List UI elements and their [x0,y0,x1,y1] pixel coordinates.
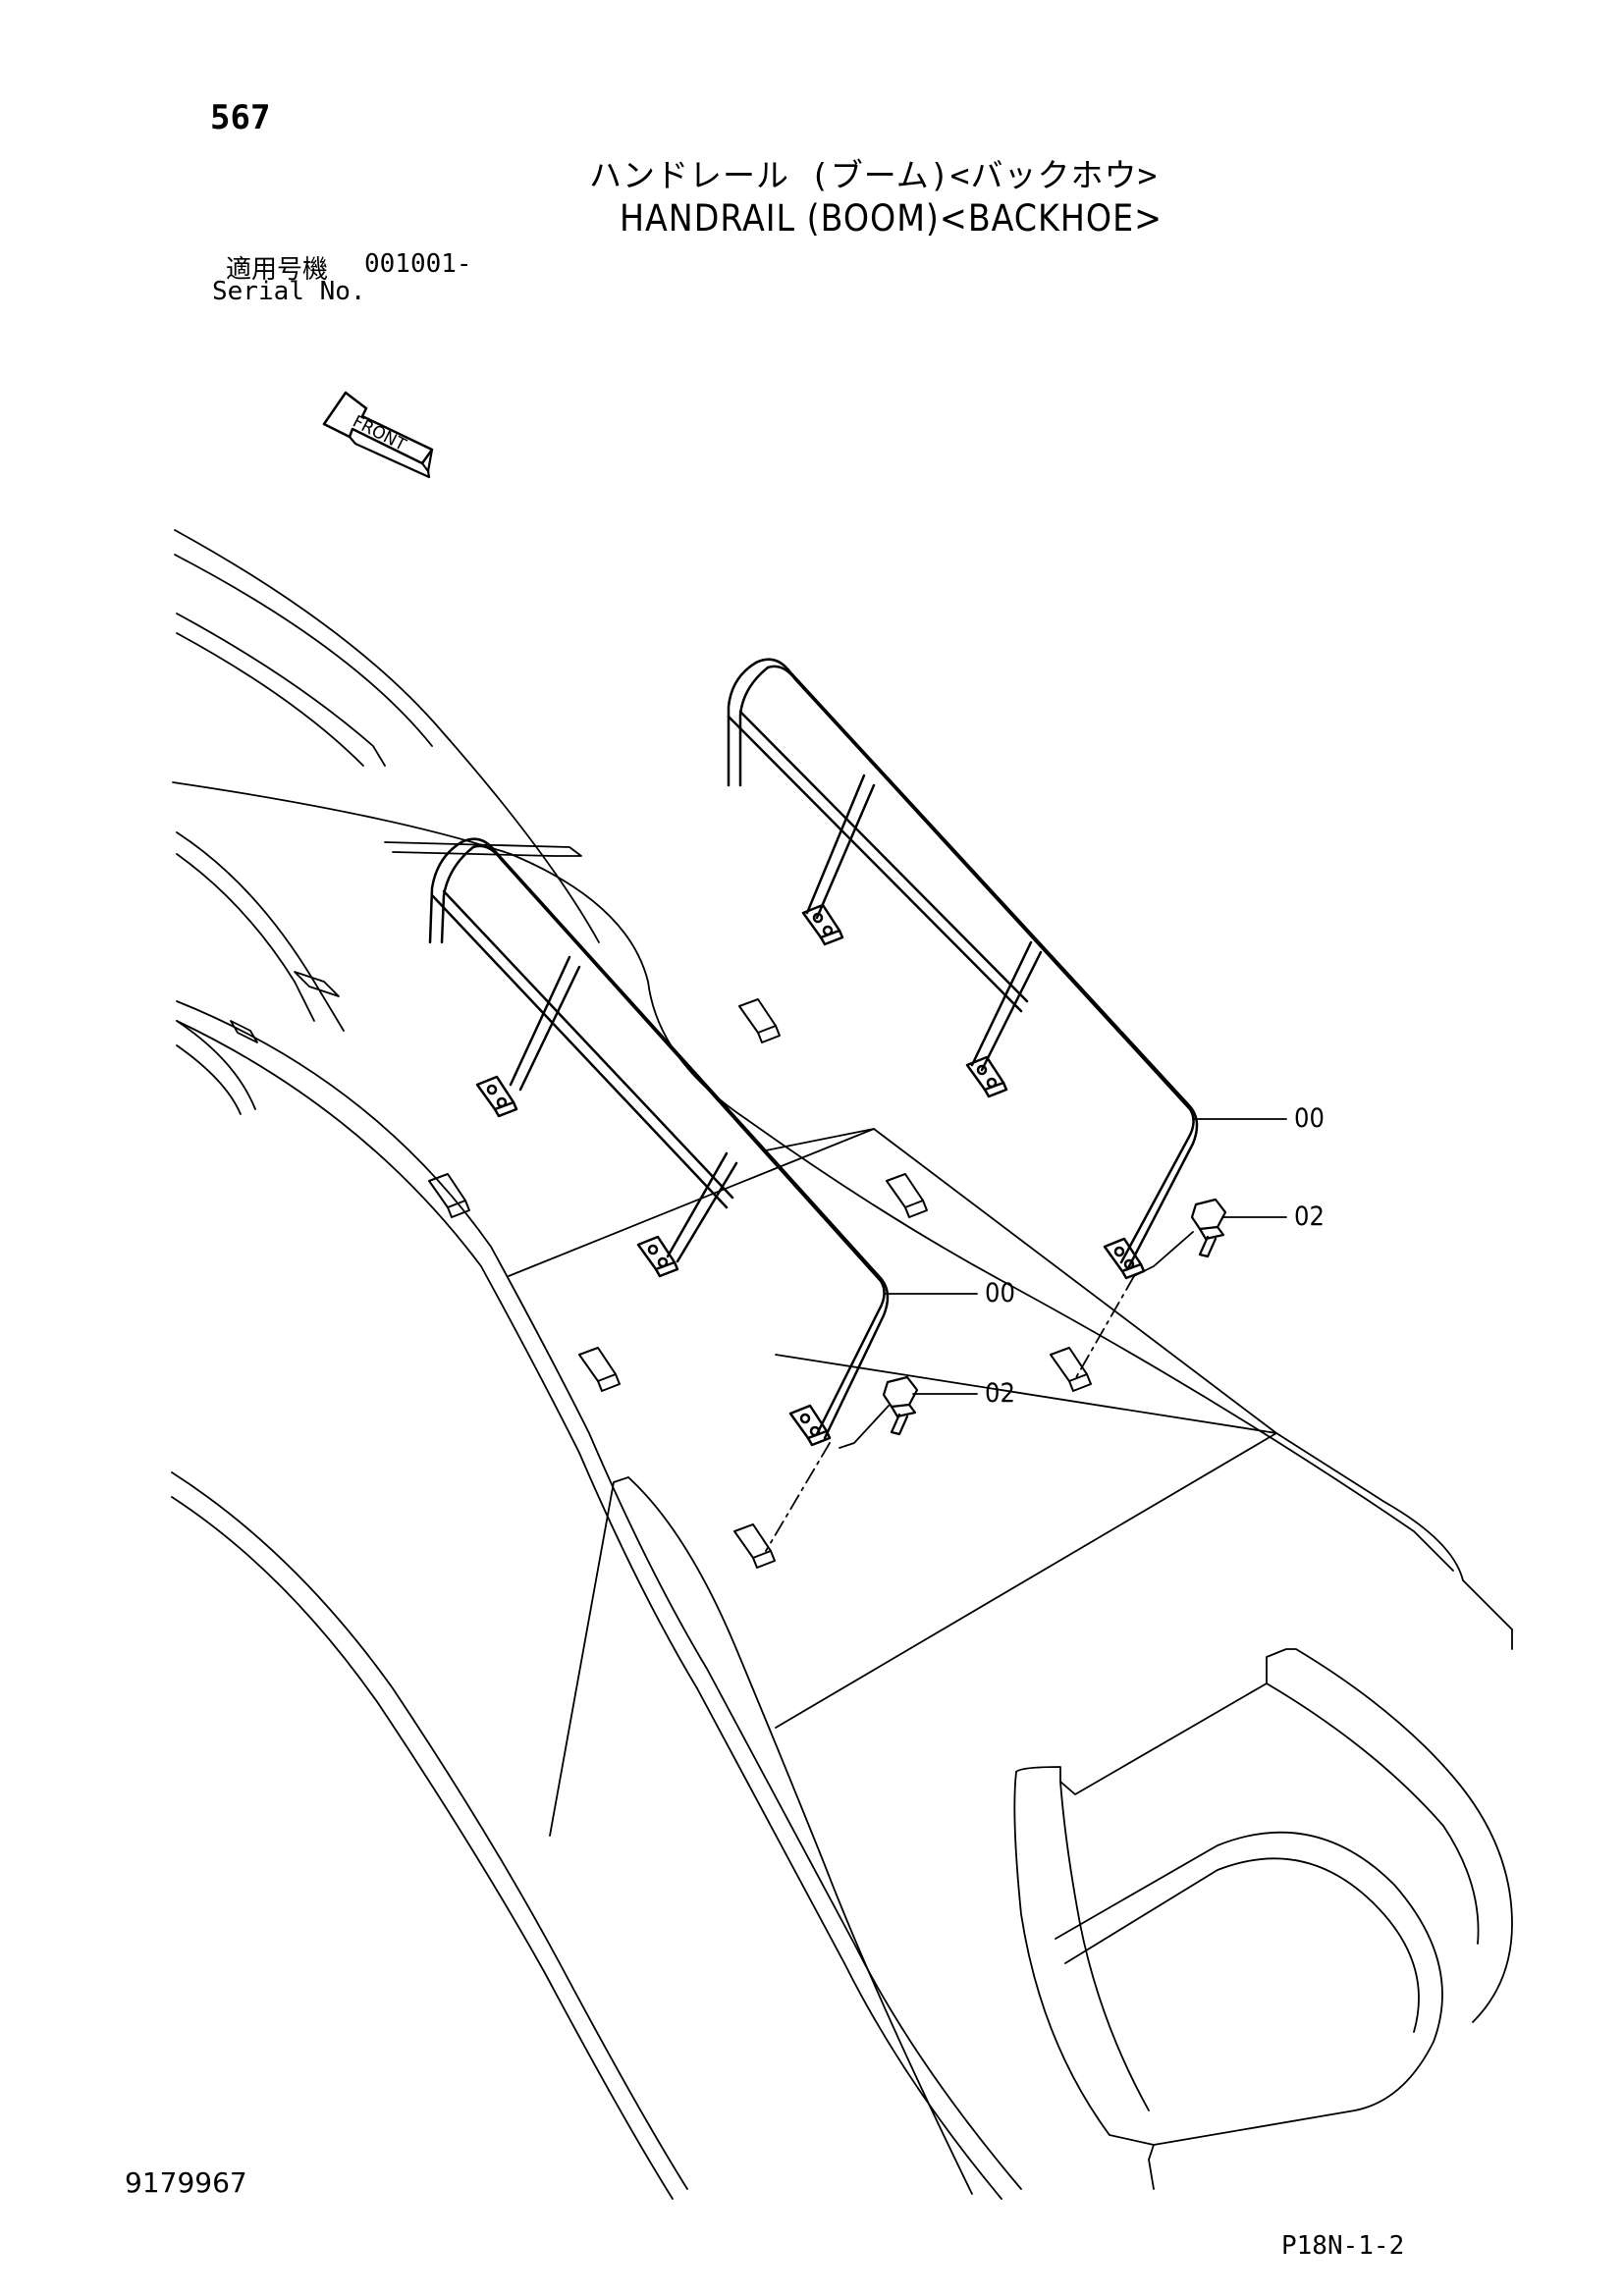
serial-label-english: Serial No. [212,277,366,306]
page-number: 567 [210,98,271,137]
callout-upper-handrail: 00 [1294,1103,1325,1134]
callout-lower-bolt: 02 [985,1378,1015,1409]
mounting-pad [428,1173,470,1218]
mounting-pad [886,1173,928,1218]
mounting-pad [733,1523,776,1569]
mounting-pad [1050,1347,1092,1392]
callout-upper-bolt: 02 [1294,1201,1325,1232]
leader-lines [885,1118,1287,1395]
callout-lower-handrail: 00 [985,1278,1015,1308]
title-english: HANDRAIL (BOOM)<BACKHOE> [620,197,1164,240]
upper-handrail [727,658,1199,1280]
serial-label-japanese: 適用号機 [226,255,329,285]
boom-body [171,529,1513,2200]
front-arrow-icon: FRONT [322,391,434,479]
mounting-pad [578,1347,621,1392]
bolt-lower [882,1375,919,1436]
boom-arm-socket [1013,1648,1513,2190]
assembly-lines [765,1231,1194,1552]
title-japanese: ハンドレール (ブーム)<バックホウ> [589,156,1159,194]
serial-value: 001001- [364,249,472,279]
mounting-pads [428,998,1092,1569]
lower-handrail [428,837,890,1447]
drawing-code: 9179967 [125,2166,247,2199]
bolt-upper [1190,1198,1227,1258]
front-label: FRONT [350,412,409,455]
page-reference: P18N-1-2 [1281,2231,1405,2261]
mounting-pad [738,998,781,1043]
